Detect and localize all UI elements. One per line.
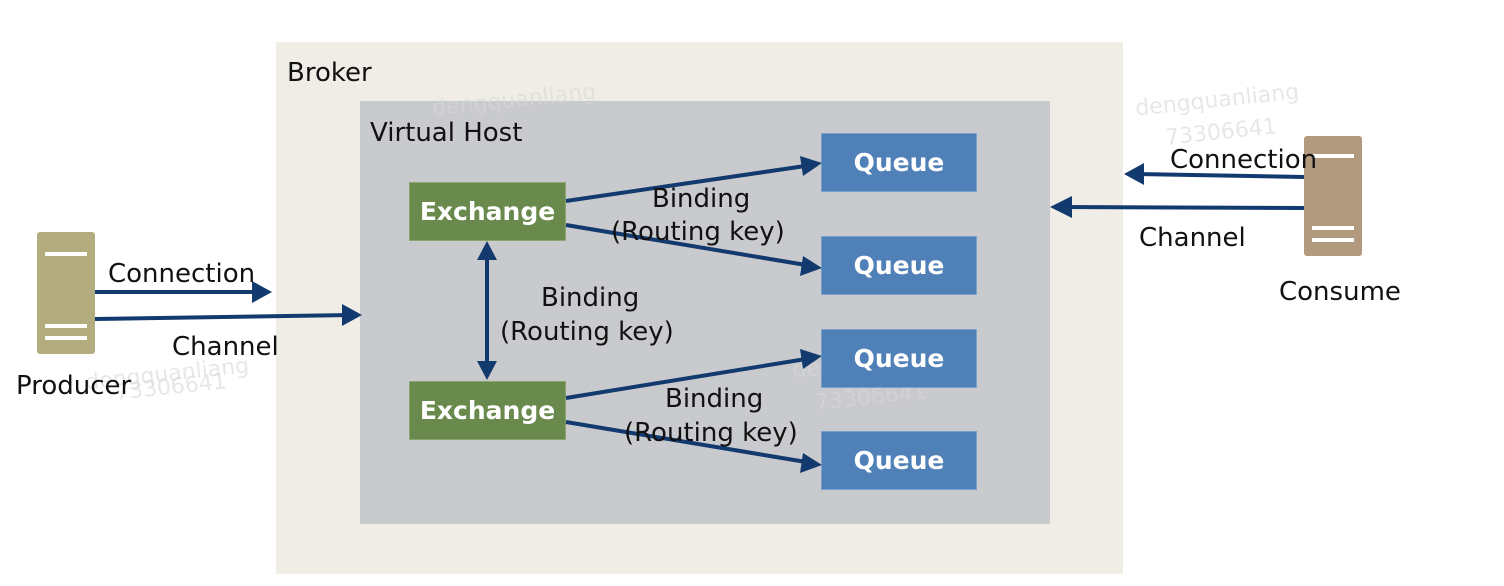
consumer-connection-label: Connection (1170, 145, 1318, 175)
broker-label: Broker (287, 58, 372, 88)
exchange-node[interactable]: Exchange (409, 182, 566, 241)
queue-node[interactable]: Queue (821, 236, 977, 295)
exchange-node[interactable]: Exchange (409, 381, 566, 440)
virtual-host-label: Virtual Host (370, 118, 523, 148)
binding-label: Binding (665, 384, 764, 414)
consumer-server-icon (1304, 136, 1362, 256)
producer-server-icon (37, 232, 95, 354)
routing-key-label: (Routing key) (500, 317, 674, 347)
routing-key-label: (Routing key) (624, 418, 798, 448)
producer-channel-label: Channel (172, 332, 279, 362)
consumer-channel-label: Channel (1139, 223, 1246, 253)
queue-node[interactable]: Queue (821, 329, 977, 388)
binding-label: Binding (541, 283, 640, 313)
producer-label: Producer (16, 371, 132, 401)
queue-node[interactable]: Queue (821, 431, 977, 490)
queue-node[interactable]: Queue (821, 133, 977, 192)
consumer-label: Consume (1279, 277, 1401, 307)
producer-connection-label: Connection (108, 259, 256, 289)
routing-key-label: (Routing key) (611, 217, 785, 247)
arrowhead (1124, 163, 1144, 185)
binding-label: Binding (652, 184, 751, 214)
